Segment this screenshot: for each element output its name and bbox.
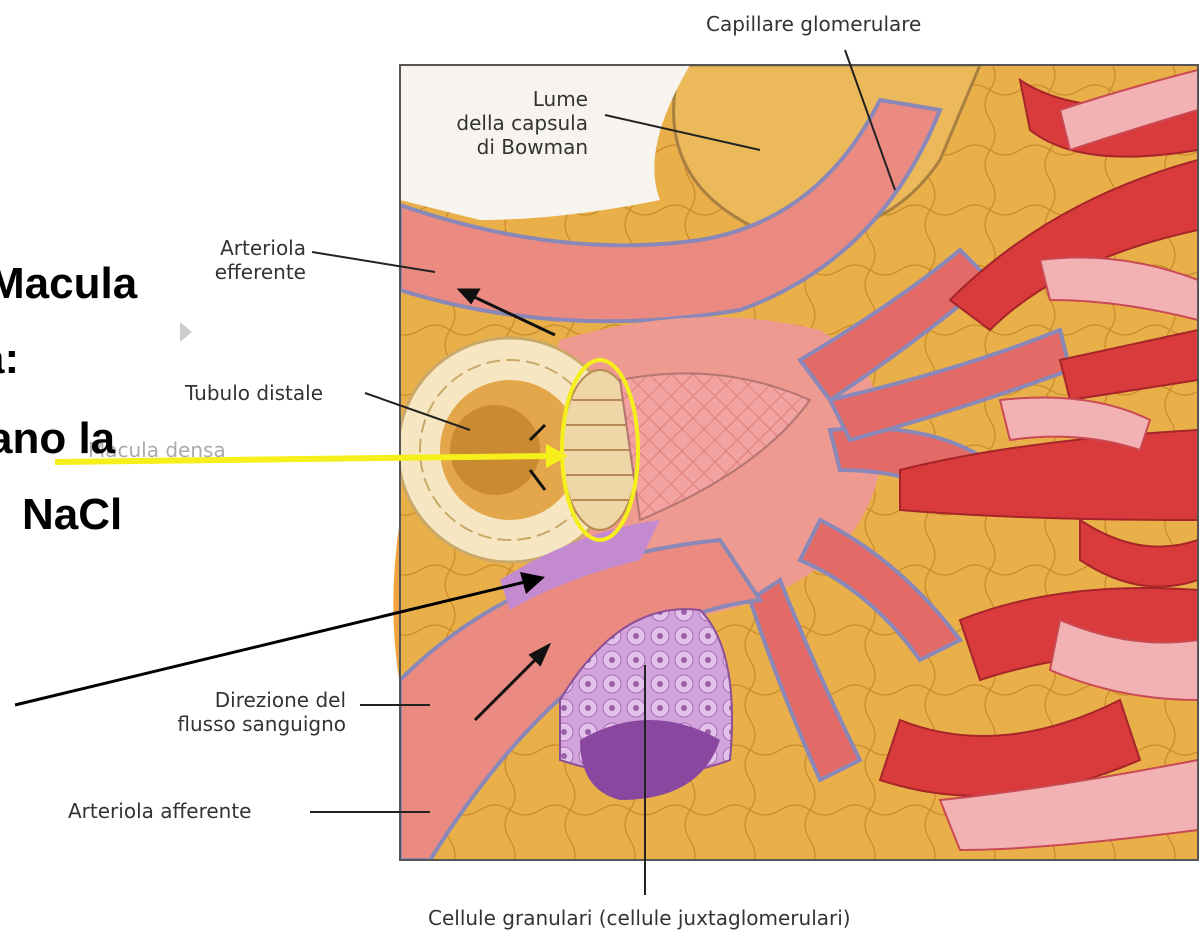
- label-lume-line1: Lume: [400, 87, 588, 111]
- label-direzione-flusso: Direzione del flusso sanguigno: [120, 688, 346, 736]
- label-arteriola-afferente: Arteriola afferente: [68, 799, 252, 823]
- label-efferente-line1: Arteriola: [150, 236, 306, 260]
- label-lume-capsula: Lume della capsula di Bowman: [400, 87, 588, 159]
- label-arteriola-efferente: Arteriola efferente: [150, 236, 306, 284]
- overlay-text-line1: Macula: [0, 258, 137, 310]
- label-direzione-line1: Direzione del: [120, 688, 346, 712]
- label-cellule-granulari: Cellule granulari (cellule juxtaglomerul…: [428, 906, 851, 930]
- overlay-text-line3: ano la: [0, 413, 115, 465]
- label-direzione-line2: flusso sanguigno: [120, 712, 346, 736]
- slide-marker-icon: [180, 322, 192, 342]
- label-lume-line2: della capsula: [400, 111, 588, 135]
- label-lume-line3: di Bowman: [400, 135, 588, 159]
- label-efferente-line2: efferente: [150, 260, 306, 284]
- overlay-text-line2: a:: [0, 333, 19, 385]
- overlay-text-line4: NaCl: [22, 489, 122, 541]
- label-capillare-glomerulare: Capillare glomerulare: [706, 12, 921, 36]
- label-tubulo-distale: Tubulo distale: [185, 381, 323, 405]
